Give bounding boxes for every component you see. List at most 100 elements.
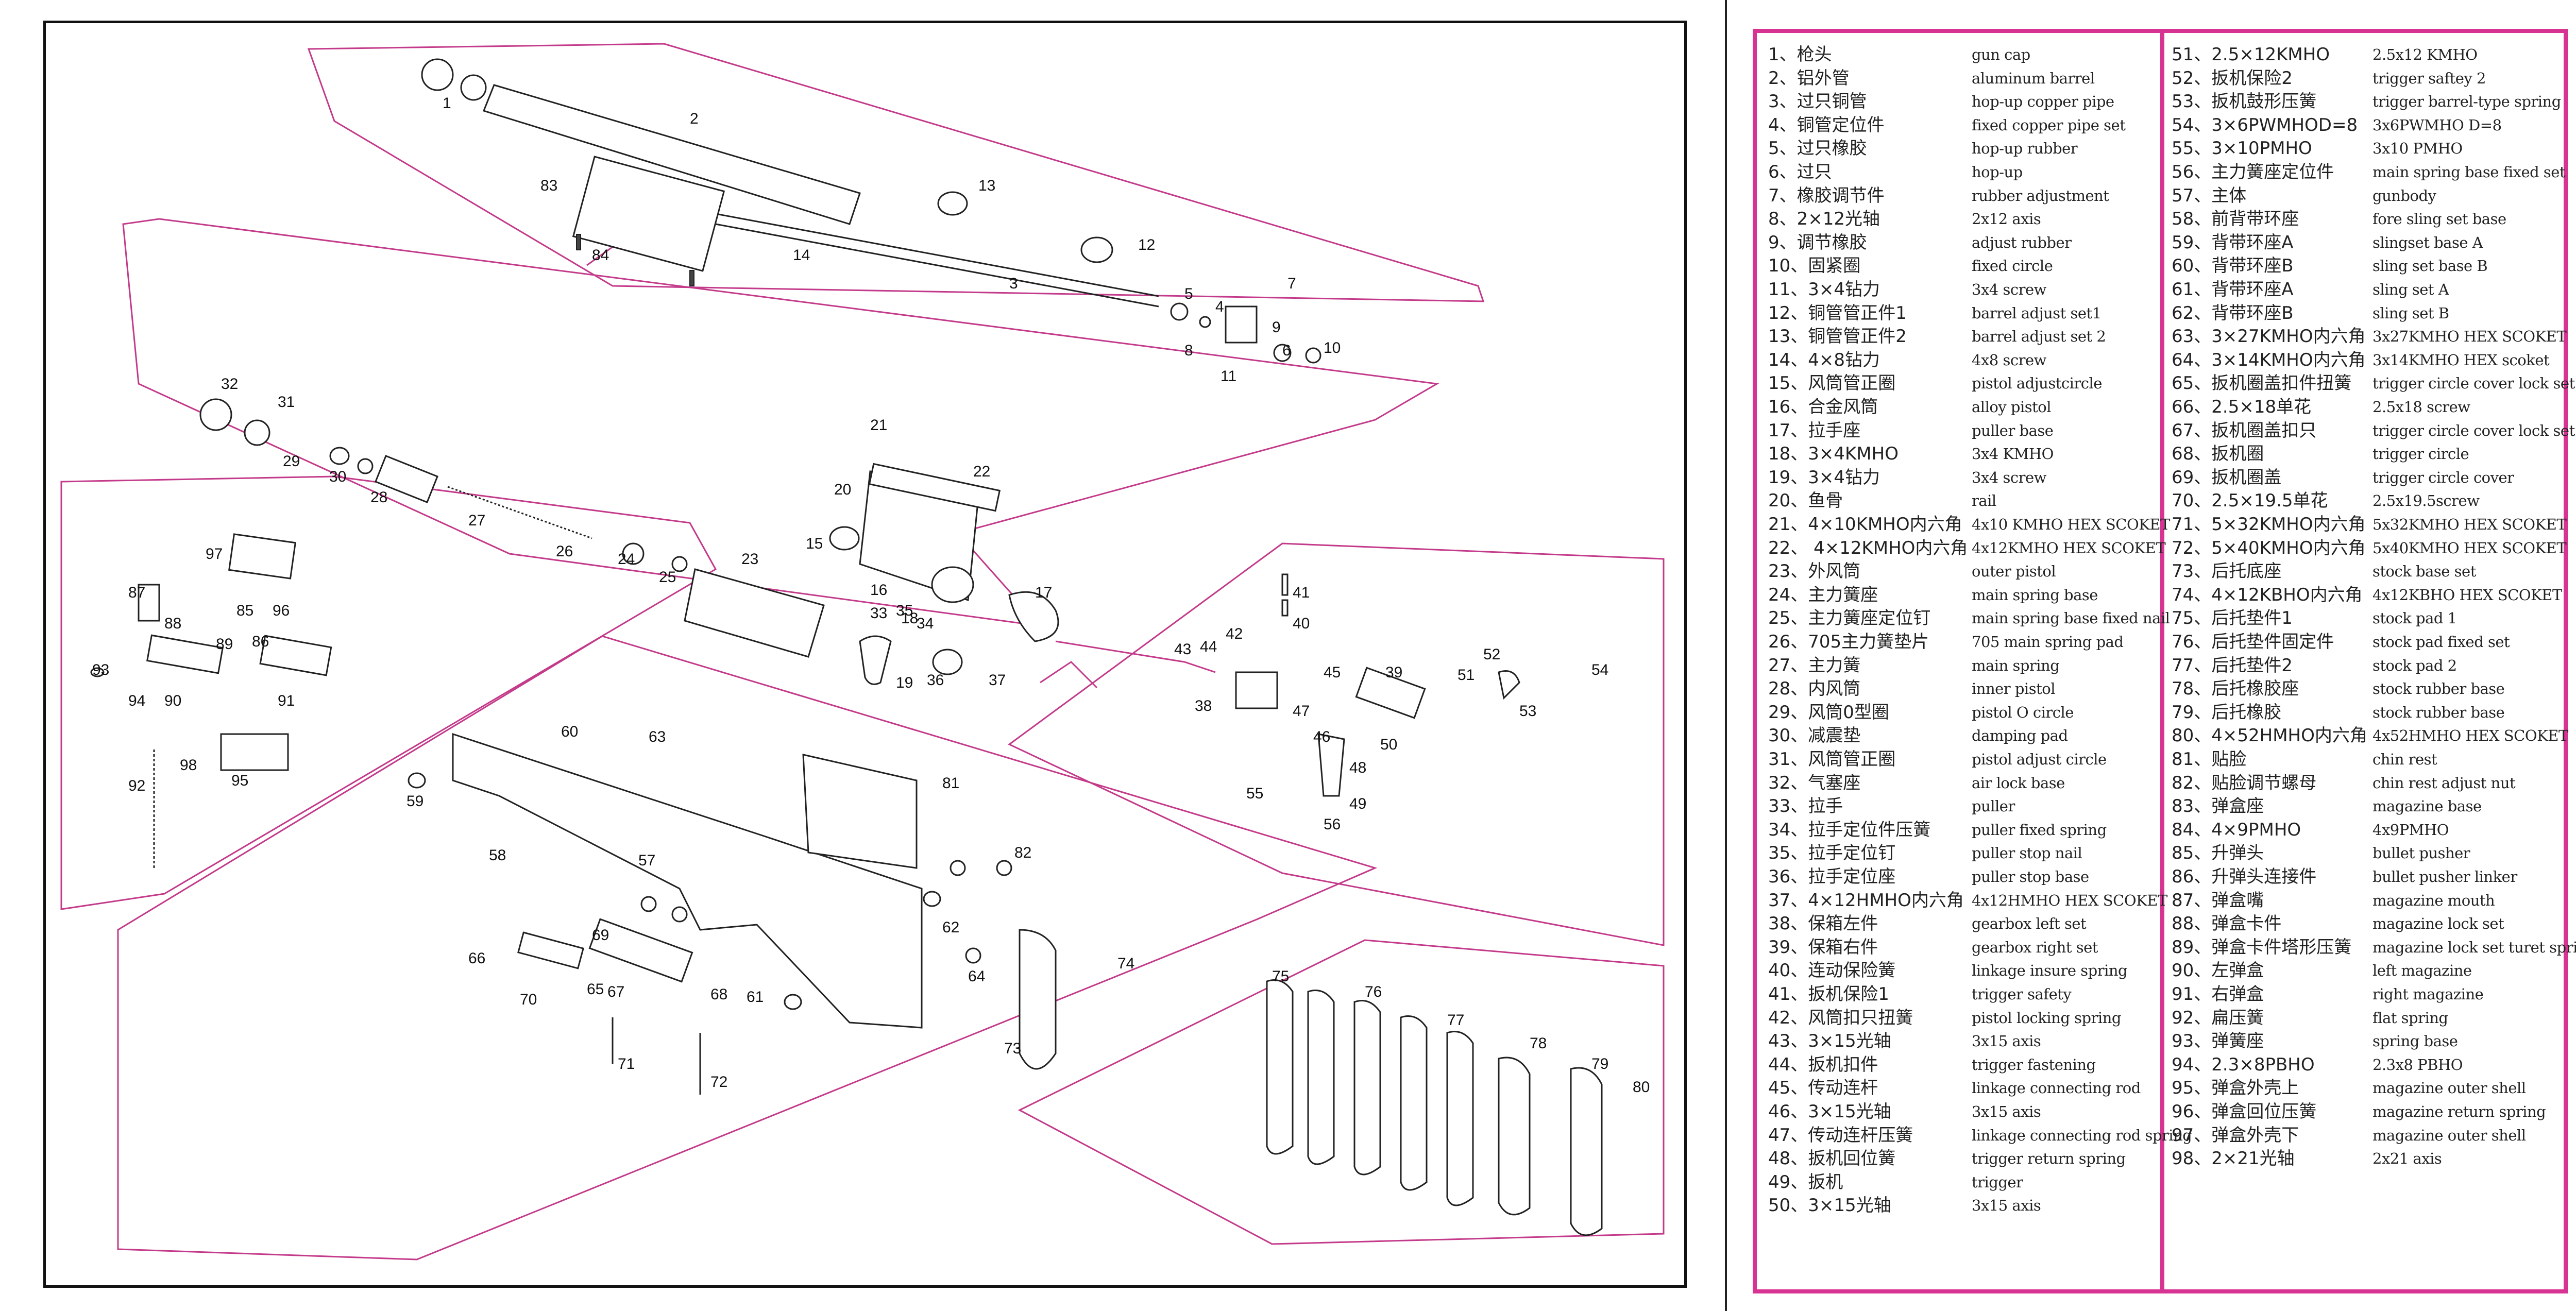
magazine-assembly [90, 533, 332, 868]
part-name-chinese: 69、扳机圈盖 [2172, 467, 2282, 488]
part-name-english: main spring base [1972, 586, 2098, 604]
part-name-english: alloy pistol [1972, 398, 2052, 416]
part-name-english: 2.5x18 screw [2372, 398, 2470, 416]
part-name-chinese: 5、过只橡胶 [1768, 138, 1867, 159]
part-callout-number: 46 [1313, 728, 1330, 745]
part-name-chinese: 84、4×9PMHO [2172, 819, 2301, 840]
part-callout-number: 48 [1349, 759, 1366, 776]
part-name-english: 3x15 axis [1972, 1103, 2041, 1120]
part-callout-number: 85 [236, 602, 253, 619]
part-name-english: trigger fastening [1972, 1055, 2096, 1074]
part-name-chinese: 62、背带环座B [2172, 302, 2294, 324]
part-callout-number: 63 [649, 728, 666, 745]
part-callout-number: 5 [1184, 285, 1193, 302]
part-callout-number: 47 [1293, 703, 1310, 720]
panel-divider [1725, 0, 1727, 1311]
part-callout-number: 11 [1221, 368, 1236, 385]
part-name-chinese: 61、背带环座A [2172, 279, 2294, 300]
part-name-english: 2x12 axis [1972, 210, 2041, 228]
part-name-chinese: 91、右弹盒 [2172, 984, 2264, 1004]
part-name-chinese: 34、拉手定位件压簧 [1768, 819, 1931, 840]
part-name-chinese: 70、2.5×19.5单花 [2172, 490, 2328, 512]
part-name-english: stock pad fixed set [2372, 633, 2510, 651]
part-name-english: main spring base fixed set [2372, 163, 2566, 181]
part-name-english: chin rest adjust nut [2372, 774, 2516, 792]
part-callout-number: 15 [806, 535, 823, 552]
part-name-chinese: 57、主体 [2172, 185, 2247, 206]
part-name-english: rubber adjustment [1972, 186, 2109, 205]
part-name-english: flat spring [2372, 1009, 2448, 1027]
part-name-english: 705 main spring pad [1972, 633, 2124, 651]
part-callout-number: 98 [180, 757, 197, 774]
part-name-chinese: 42、风筒扣只扭簧 [1768, 1007, 1913, 1028]
part-name-chinese: 9、调节橡胶 [1768, 232, 1867, 253]
part-callout-number: 19 [896, 674, 913, 691]
part-name-chinese: 4、铜管定位件 [1768, 114, 1885, 135]
part-callout-number: 53 [1519, 703, 1536, 720]
part-callout-number: 6 [1282, 342, 1291, 359]
part-callout-number: 72 [710, 1074, 727, 1091]
part-callout-number: 59 [406, 793, 423, 810]
part-callout-number: 50 [1380, 736, 1397, 753]
part-name-chinese: 17、拉手座 [1768, 420, 1861, 441]
part-name-chinese: 93、弹簧座 [2172, 1031, 2264, 1052]
part-name-english: 3x10 PMHO [2372, 140, 2463, 158]
part-callout-number: 29 [283, 453, 300, 470]
part-callout-number: 74 [1117, 955, 1134, 972]
part-name-chinese: 71、5×32KMHO内六角 [2172, 514, 2366, 535]
part-callout-number: 95 [231, 772, 248, 789]
part-callout-number: 83 [540, 177, 557, 194]
part-callout-number: 27 [468, 512, 485, 529]
part-name-english: air lock base [1972, 774, 2065, 792]
part-name-chinese: 40、连动保险簧 [1768, 960, 1896, 981]
part-name-english: 4x8 screw [1972, 351, 2046, 369]
part-name-english: gun cap [1972, 46, 2030, 63]
part-name-chinese: 63、3×27KMHO内六角 [2172, 326, 2366, 347]
part-name-english: magazine base [2372, 797, 2482, 815]
part-name-english: pistol adjustcircle [1972, 374, 2102, 393]
part-name-english: sling set base B [2372, 257, 2488, 275]
part-name-english: magazine outer shell [2372, 1126, 2526, 1144]
part-callout-number: 58 [489, 847, 506, 864]
part-callout-number: 25 [659, 569, 676, 586]
part-name-chinese: 20、鱼骨 [1768, 490, 1843, 512]
part-name-english: main spring base fixed nail [1972, 609, 2170, 627]
part-name-chinese: 15、风筒管正圈 [1768, 373, 1896, 394]
part-callout-number: 52 [1483, 646, 1500, 663]
part-callout-number: 4 [1215, 298, 1224, 315]
part-name-english: pistol locking spring [1972, 1009, 2121, 1027]
part-callout-number: 66 [468, 950, 485, 967]
part-callout-number: 43 [1174, 641, 1191, 658]
part-callout-number: 77 [1447, 1012, 1464, 1029]
part-name-chinese: 19、3×4钻力 [1768, 467, 1880, 488]
part-name-english: main spring [1972, 656, 2060, 674]
part-name-chinese: 35、拉手定位钉 [1768, 843, 1896, 864]
part-callout-number: 42 [1226, 625, 1243, 642]
part-name-chinese: 28、内风筒 [1768, 678, 1861, 700]
part-name-english: right magazine [2372, 985, 2484, 1003]
part-name-chinese: 76、后托垫件固定件 [2172, 632, 2334, 652]
part-name-chinese: 68、扳机圈 [2172, 444, 2264, 465]
part-name-chinese: 59、背带环座A [2172, 232, 2294, 253]
part-name-english: gearbox left set [1972, 915, 2087, 933]
part-callout-number: 82 [1014, 844, 1031, 861]
part-name-chinese: 53、扳机鼓形压簧 [2172, 91, 2317, 112]
part-name-english: puller stop nail [1972, 844, 2082, 862]
part-name-chinese: 50、3×15光轴 [1768, 1195, 1891, 1216]
part-callout-number: 69 [592, 927, 609, 944]
part-callout-number: 26 [556, 543, 573, 560]
part-callout-number: 61 [747, 989, 764, 1006]
part-name-english: outer pistol [1972, 563, 2056, 581]
part-name-english: barrel adjust set 2 [1972, 328, 2106, 346]
part-name-chinese: 12、铜管管正件1 [1768, 302, 1907, 324]
part-name-chinese: 52、扳机保险2 [2172, 67, 2293, 89]
part-name-chinese: 22、 4×12KMHO内六角 [1768, 537, 1968, 558]
part-name-chinese: 44、扳机扣件 [1768, 1054, 1878, 1075]
part-name-english: bullet pusher [2372, 844, 2470, 862]
part-callout-number: 23 [741, 551, 758, 568]
part-name-english: 4x12HMHO HEX SCOKET [1972, 891, 2167, 909]
part-name-chinese: 8、2×12光轴 [1768, 209, 1880, 230]
part-name-english: magazine return spring [2372, 1103, 2546, 1120]
